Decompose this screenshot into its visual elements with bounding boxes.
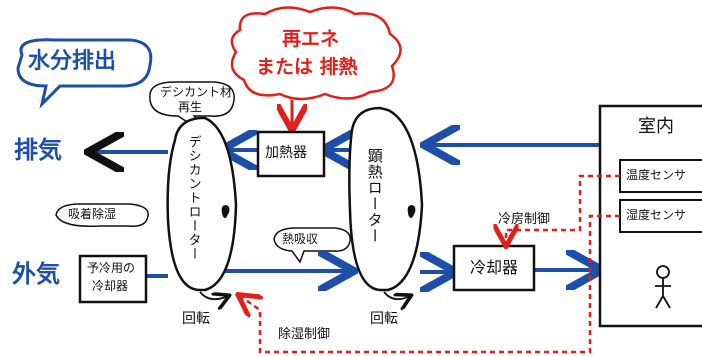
sensible-heat-rotor xyxy=(348,106,424,292)
desiccant-rotor-label: デシカントローター xyxy=(185,135,201,261)
cooler-box xyxy=(452,244,536,292)
renewable-label-line1: 再エネ xyxy=(282,28,340,50)
precooler-label-line1: 予冷用の xyxy=(87,261,136,275)
water-exhaust-label: 水分排出 xyxy=(28,49,117,74)
cooling-control-line xyxy=(506,174,620,244)
dehum-control-label: 除湿制御 xyxy=(278,327,331,342)
desiccant-regen-label-line1: デシカント材 xyxy=(160,85,233,99)
cooler-label: 冷却器 xyxy=(470,258,519,277)
desiccant-regen-callout xyxy=(149,81,235,135)
exhaust-label: 排気 xyxy=(14,136,62,164)
desiccant-rotor-mark: 0 xyxy=(221,204,231,219)
desiccant-rotor xyxy=(166,116,238,292)
precooler-box xyxy=(78,254,148,304)
rotation-label-right: 回転 xyxy=(370,311,398,327)
outside-air-label: 外気 xyxy=(12,260,60,288)
rotation-label-left: 回転 xyxy=(182,311,210,327)
desiccant-regen-label-line2: 再生 xyxy=(178,100,203,114)
heat-absorb-callout xyxy=(273,227,351,264)
heater-box xyxy=(256,130,326,178)
sensible-rotation-arrow xyxy=(383,291,410,299)
dehum-control-line xyxy=(240,214,620,354)
indoor-label: 室内 xyxy=(638,116,674,137)
humidity-sensor-box xyxy=(619,199,702,233)
cooling-control-label: 冷房制御 xyxy=(498,212,551,227)
precooler-label-line2: 冷却器 xyxy=(92,279,129,293)
adsorption-label: 吸着除湿 xyxy=(68,207,117,221)
renewable-heat-cloud xyxy=(230,6,402,101)
heat-absorb-label: 熱吸収 xyxy=(282,232,319,246)
adsorption-callout xyxy=(55,203,149,228)
water-exhaust-bubble xyxy=(16,38,153,109)
sensible-rotor-label: 顕熱ローター xyxy=(365,148,384,244)
heater-label: 加熱器 xyxy=(265,145,307,161)
temp-sensor-label: 温度センサ xyxy=(626,168,687,182)
humidity-sensor-label: 湿度センサ xyxy=(626,208,687,222)
person-icon xyxy=(655,265,671,309)
renewable-label-line2: または 排熱 xyxy=(256,56,358,78)
desiccant-rotation-arrow xyxy=(199,291,228,299)
sensible-rotor-mark: 0 xyxy=(407,204,417,219)
